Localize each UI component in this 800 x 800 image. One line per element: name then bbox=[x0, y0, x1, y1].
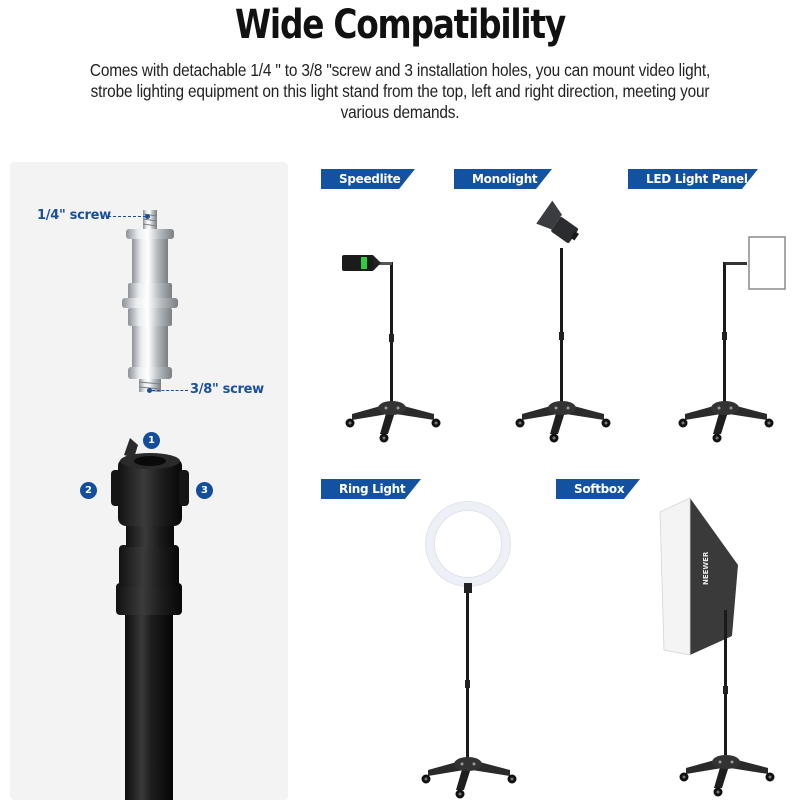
callout-line-bottom bbox=[152, 390, 188, 391]
hole-badge-1: 1 bbox=[143, 432, 160, 449]
label-speedlite: Speedlite bbox=[321, 169, 415, 189]
label-led-light-panel: LED Light Panel bbox=[628, 169, 758, 189]
label-monolight: Monolight bbox=[454, 169, 552, 189]
callout-dot-top bbox=[145, 214, 150, 219]
monolight-stand bbox=[515, 200, 611, 443]
ring-light-stand bbox=[421, 501, 517, 799]
description-text: Comes with detachable 1/4 " to 3/8 "scre… bbox=[89, 60, 711, 122]
softbox-stand: NEEWER bbox=[659, 497, 775, 797]
hole-badge-2: 2 bbox=[80, 482, 97, 499]
callout-line-top bbox=[108, 216, 146, 217]
label-ring-light: Ring Light bbox=[321, 479, 421, 499]
three-eighth-screw-callout: 3/8" screw bbox=[190, 382, 264, 397]
quarter-inch-screw-callout: 1/4" screw bbox=[37, 208, 111, 223]
label-softbox: Softbox bbox=[556, 479, 640, 499]
callout-dot-bottom bbox=[147, 388, 152, 393]
softbox-brand-text: NEEWER bbox=[702, 551, 710, 585]
hole-badge-3: 3 bbox=[196, 482, 213, 499]
speedlite-stand bbox=[342, 255, 441, 443]
page-title: Wide Compatibility bbox=[234, 2, 566, 48]
led-panel-stand bbox=[678, 236, 786, 443]
